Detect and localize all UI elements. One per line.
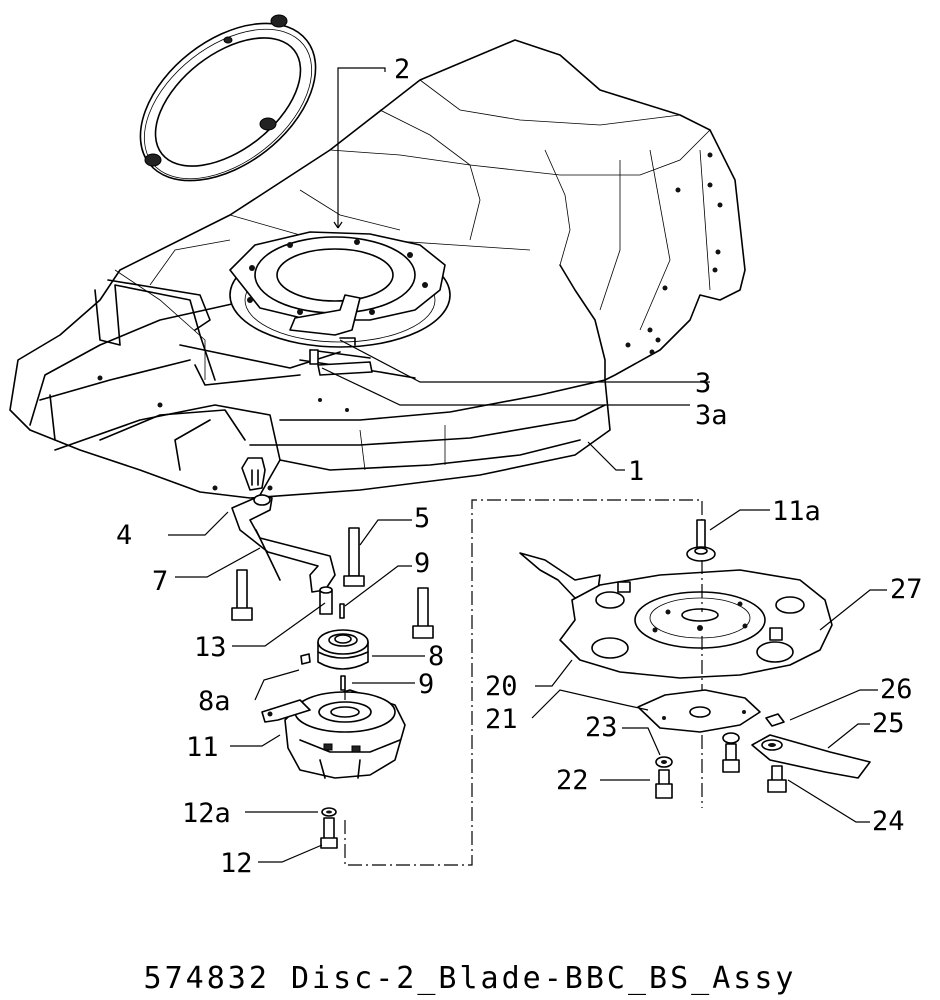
leader-lines [168, 67, 887, 863]
spacer-13 [319, 586, 333, 615]
callout-12: 12 [220, 848, 253, 879]
callout-23: 23 [585, 712, 618, 743]
gasket-ring [139, 14, 317, 182]
key-8a [300, 653, 311, 665]
callout-4: 4 [116, 520, 132, 551]
pin-9-upper [339, 603, 345, 619]
blade-disc-20 [519, 552, 833, 679]
pulley-8 [317, 629, 369, 670]
brake-bracket [231, 494, 336, 593]
washer-23 [655, 756, 673, 768]
assembly-guide-lines [344, 499, 703, 866]
callout-21: 21 [485, 704, 518, 735]
callout-2: 2 [394, 54, 410, 85]
washer-26 [765, 713, 785, 727]
bolt-12 [320, 817, 338, 849]
callout-3a: 3a [695, 400, 728, 431]
callout-1: 1 [628, 456, 644, 487]
bolt-11a [686, 519, 716, 562]
bolt-right [412, 587, 434, 639]
bolt-left [231, 569, 253, 621]
clutch-11 [261, 689, 406, 779]
callout-27: 27 [890, 574, 923, 605]
callout-3: 3 [695, 368, 711, 399]
callout-13: 13 [194, 632, 227, 663]
washer-12a [321, 807, 337, 817]
callouts: 2 3 3a 1 4 5 7 9 13 8 8a 9 11 12a 12 11a… [116, 54, 923, 879]
callout-11: 11 [186, 732, 219, 763]
callout-22: 22 [556, 765, 589, 796]
callout-8a: 8a [198, 686, 231, 717]
callout-9-lower: 9 [418, 669, 434, 700]
pin-9-lower [340, 675, 346, 691]
blade-25 [751, 734, 871, 779]
callout-8: 8 [428, 641, 444, 672]
bolt-5 [343, 527, 365, 587]
washer-left-blade [722, 732, 740, 773]
callout-24: 24 [872, 806, 905, 837]
callout-7: 7 [152, 566, 168, 597]
bolt-22 [655, 769, 673, 799]
callout-12a: 12a [182, 798, 231, 829]
callout-5: 5 [414, 503, 430, 534]
plate-21 [637, 689, 761, 733]
callout-11a: 11a [772, 496, 821, 527]
bolt-24 [767, 765, 787, 793]
callout-26: 26 [880, 674, 913, 705]
callout-20: 20 [485, 671, 518, 702]
diagram-caption: 574832 Disc-2_Blade-BBC_BS_Assy [144, 961, 797, 996]
engine-mount-assembly [229, 231, 451, 379]
callout-9-upper: 9 [414, 548, 430, 579]
callout-25: 25 [872, 708, 905, 739]
